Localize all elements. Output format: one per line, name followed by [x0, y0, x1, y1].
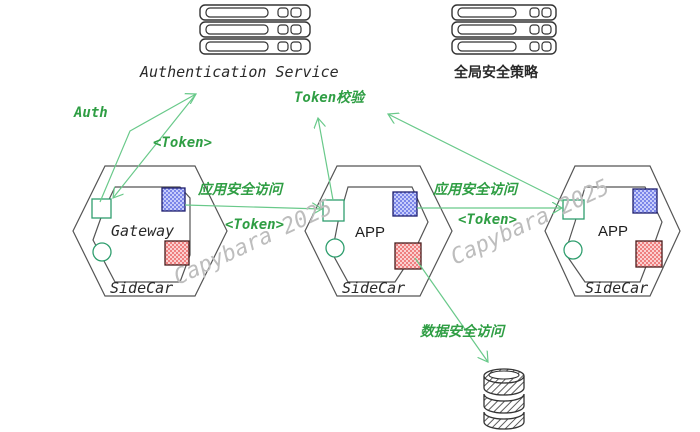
token-return-label: <Token> — [153, 135, 212, 151]
data-access-label: 数据安全访问 — [420, 323, 506, 340]
security-module-blue — [632, 188, 658, 214]
app-node-2: APP SideCar — [544, 165, 681, 297]
policy-label: 全局安全策略 — [453, 64, 539, 81]
token-label-2: <Token> — [458, 212, 517, 228]
token-return-arrow — [113, 93, 197, 198]
app-access-label-1: 应用安全访问 — [197, 181, 284, 198]
sidecar-hexagon — [72, 165, 228, 297]
watermark-1: Capybara 2025 — [170, 195, 337, 290]
auth-request-arrow — [99, 94, 196, 203]
sidecar-label: SideCar — [110, 279, 173, 297]
app-access-label-2: 应用安全访问 — [432, 181, 519, 198]
token-verify-label: Token校验 — [294, 89, 366, 106]
app-label: APP — [598, 223, 628, 240]
security-module-blue — [392, 191, 418, 217]
sidecar-label: SideCar — [342, 279, 405, 297]
token-label-1: <Token> — [225, 217, 284, 233]
outbound-port — [92, 242, 112, 262]
auth-edge-label: Auth — [73, 105, 108, 121]
token-verify-arrow-1 — [318, 118, 334, 201]
outbound-port — [563, 240, 583, 260]
outbound-port — [325, 238, 345, 258]
inbound-port — [91, 198, 112, 219]
token-verify-arrow-2 — [388, 114, 565, 203]
sidecar-hexagon — [304, 165, 453, 297]
security-module-red — [394, 242, 422, 270]
security-module-red — [164, 240, 190, 266]
security-module-blue — [161, 187, 186, 212]
gateway-label: Gateway — [111, 222, 174, 240]
app-node-1: APP SideCar — [304, 165, 453, 297]
security-module-red — [635, 240, 663, 268]
connections — [99, 93, 565, 362]
data-access-arrow — [414, 257, 488, 362]
sidecar-label: SideCar — [585, 279, 648, 297]
app-label: APP — [355, 224, 385, 241]
database-icon — [483, 368, 525, 430]
gateway-node: Gateway SideCar — [72, 165, 228, 297]
sidecar-hexagon — [544, 165, 681, 297]
auth-service-label: Authentication Service — [139, 63, 339, 81]
auth-server-icon — [199, 4, 311, 55]
app-access-arrow-1 — [184, 205, 322, 209]
policy-server-icon — [451, 4, 557, 55]
